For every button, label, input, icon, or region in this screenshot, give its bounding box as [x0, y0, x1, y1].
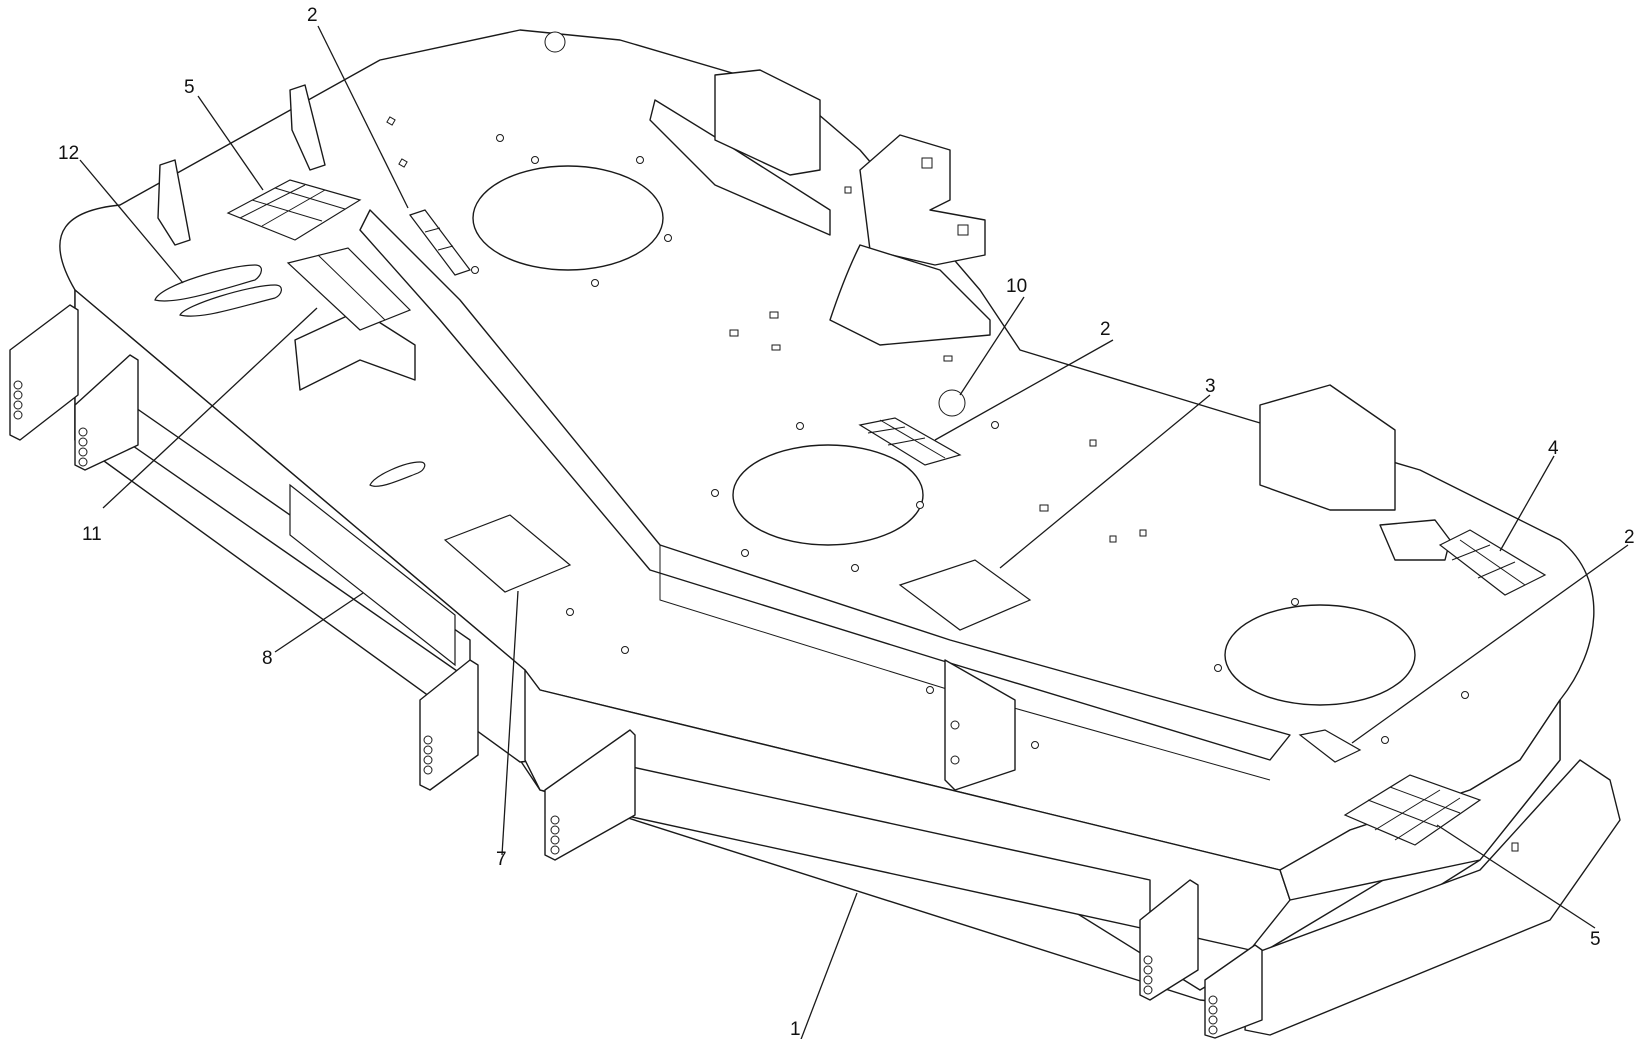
callout-label: 2 — [307, 5, 318, 26]
callout-label: 7 — [496, 849, 507, 870]
callout-labels: 2 5 12 11 8 7 10 2 3 4 2 5 1 — [58, 5, 1635, 1039]
callout-label: 1 — [790, 1019, 801, 1039]
callout-label: 10 — [1006, 276, 1027, 297]
callout-label: 5 — [1590, 929, 1601, 950]
callout-label: 4 — [1548, 438, 1559, 459]
callout-label: 12 — [58, 143, 79, 164]
blade-openings — [472, 31, 1416, 706]
right-brackets — [649, 69, 1451, 1039]
knockouts — [386, 116, 1519, 852]
mounting-holes — [471, 134, 1469, 749]
callout-label: 5 — [184, 77, 195, 98]
callout-label: 8 — [262, 648, 273, 669]
callout-label: 2 — [1624, 527, 1635, 548]
callout-label: 3 — [1205, 376, 1216, 397]
callout-label: 11 — [82, 524, 102, 545]
leader-lines — [79, 25, 1629, 1039]
callout-label: 2 — [1100, 319, 1111, 340]
decals — [154, 179, 1547, 846]
left-brackets — [9, 84, 636, 861]
